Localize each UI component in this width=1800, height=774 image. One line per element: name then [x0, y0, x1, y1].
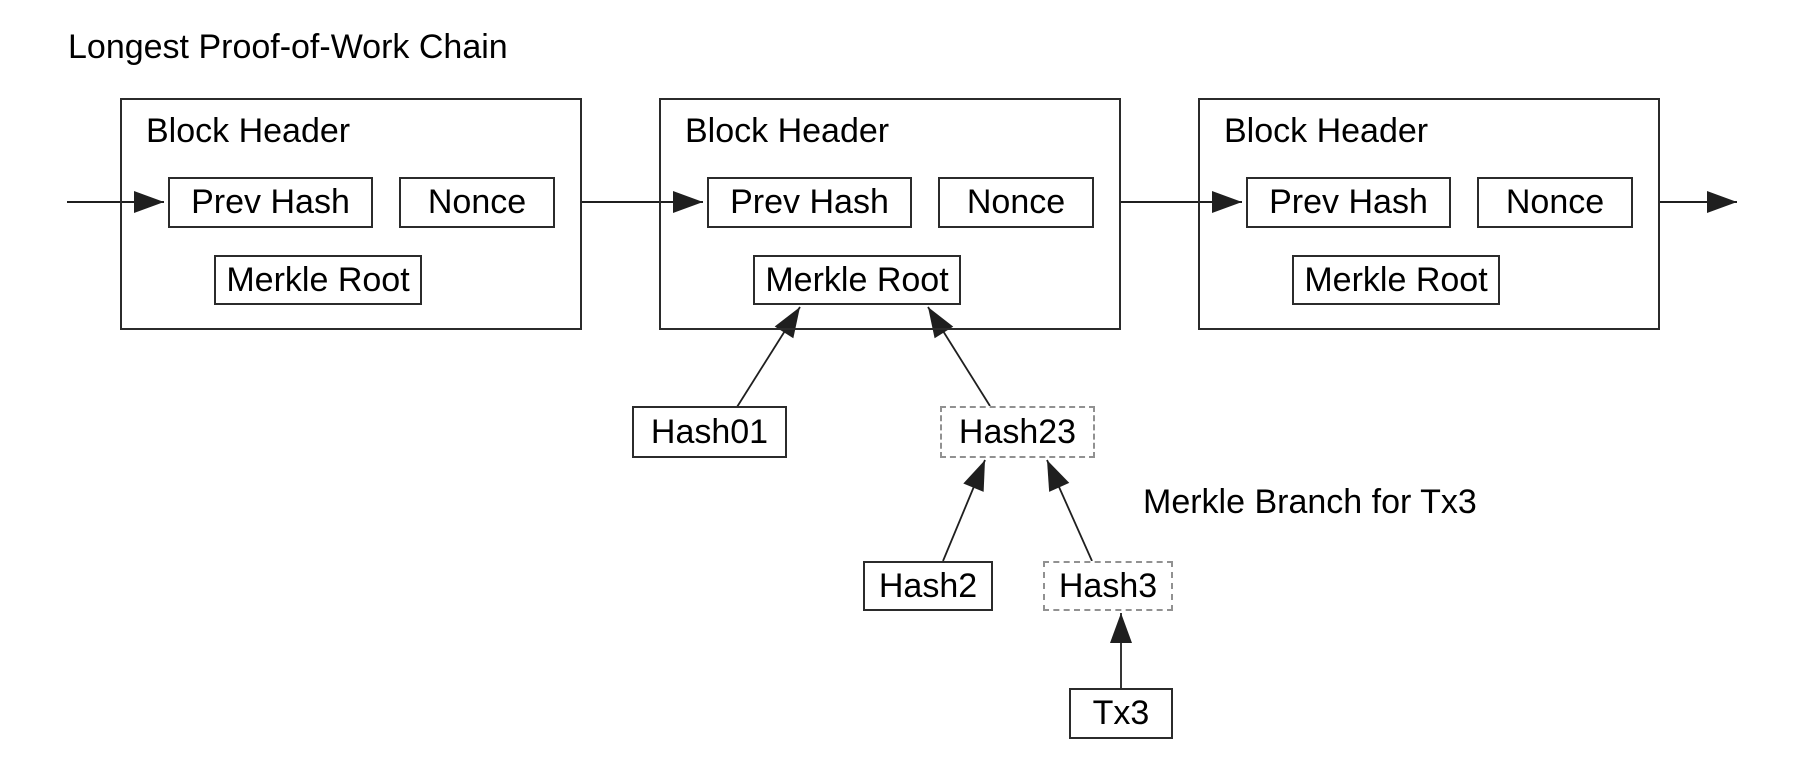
block-3-nonce-box: Nonce	[1477, 177, 1633, 228]
block-1: Block Header Prev Hash Nonce Merkle Root	[120, 98, 582, 330]
hash3-box: Hash3	[1043, 561, 1173, 611]
hash01-box: Hash01	[632, 406, 787, 458]
merkle-branch-label: Merkle Branch for Tx3	[1143, 483, 1477, 521]
block-2-merkle-root-box: Merkle Root	[753, 255, 961, 305]
block-2-header-label: Block Header	[685, 112, 890, 150]
arrow-hash2-to-hash23	[942, 459, 986, 562]
block-3-merkle-root-box: Merkle Root	[1292, 255, 1500, 305]
diagram-title: Longest Proof-of-Work Chain	[68, 28, 508, 66]
tx3-box: Tx3	[1069, 688, 1173, 739]
block-2-prev-hash-box: Prev Hash	[707, 177, 912, 228]
hash23-box: Hash23	[940, 406, 1095, 458]
block-2: Block Header Prev Hash Nonce Merkle Root	[659, 98, 1121, 330]
arrow-hash3-to-hash23	[1046, 459, 1093, 562]
block-3-prev-hash-box: Prev Hash	[1246, 177, 1451, 228]
block-1-nonce-box: Nonce	[399, 177, 555, 228]
block-2-nonce-box: Nonce	[938, 177, 1094, 228]
block-1-prev-hash-box: Prev Hash	[168, 177, 373, 228]
hash2-box: Hash2	[863, 561, 993, 611]
block-3: Block Header Prev Hash Nonce Merkle Root	[1198, 98, 1660, 330]
block-1-header-label: Block Header	[146, 112, 351, 150]
block-1-merkle-root-box: Merkle Root	[214, 255, 422, 305]
block-3-header-label: Block Header	[1224, 112, 1429, 150]
